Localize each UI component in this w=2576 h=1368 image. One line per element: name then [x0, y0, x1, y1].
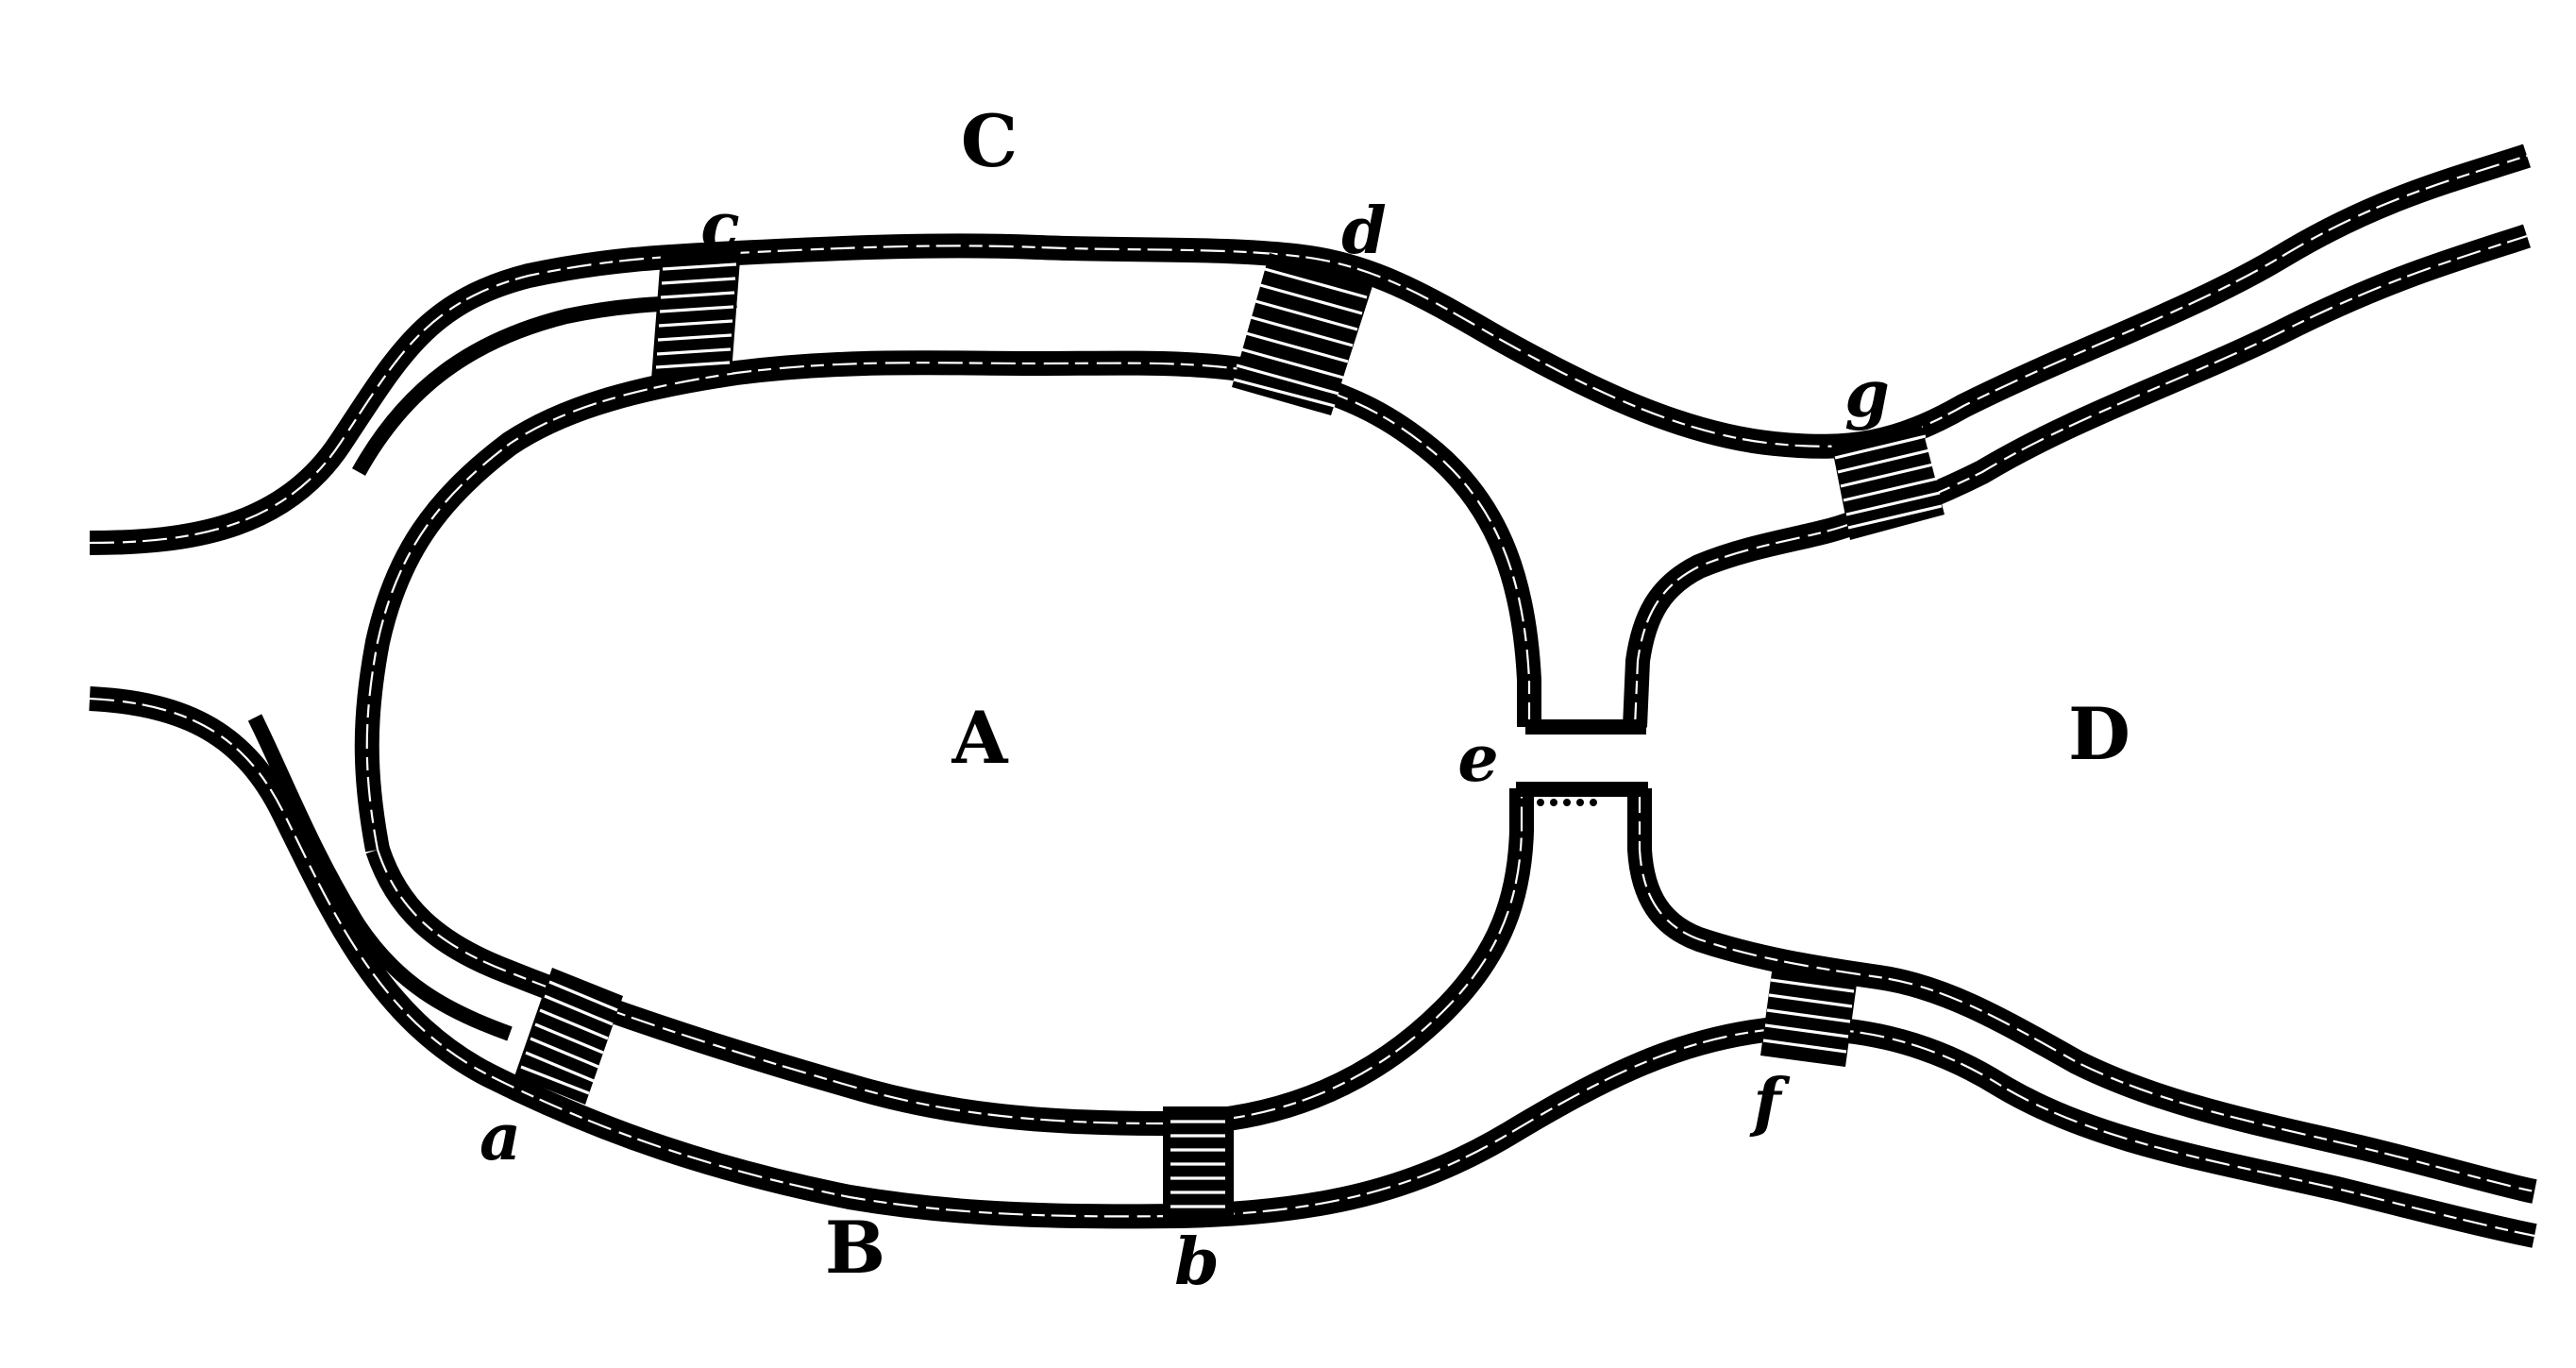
- bank-south-inner: [247, 714, 513, 1041]
- bridge-label-f: f: [1753, 1065, 1781, 1140]
- bridge-b: [1163, 1106, 1234, 1224]
- bridge-f: [1760, 965, 1858, 1067]
- bridge-a: [514, 968, 623, 1105]
- bridge-label-e: e: [1457, 721, 1499, 797]
- bridge-label-c: c: [700, 189, 740, 264]
- region-label-d: D: [2068, 692, 2130, 776]
- bridge-label-g: g: [1844, 357, 1890, 432]
- region-label-c: C: [960, 99, 1019, 183]
- bank-south-outer: [89, 686, 2537, 1248]
- region-label-b: B: [824, 1206, 886, 1290]
- bridge-label-a: a: [479, 1100, 522, 1175]
- bridge-label-b: b: [1174, 1224, 1220, 1300]
- bridge-d: [1232, 253, 1373, 415]
- bank-d-upper: [1623, 224, 2532, 728]
- bridge-e: [1516, 719, 1648, 806]
- bridge-label-d: d: [1341, 194, 1387, 269]
- bridge-g: [1831, 423, 1945, 540]
- bridges: [514, 247, 1945, 1224]
- region-label-a: A: [951, 696, 1008, 780]
- bridge-c: [651, 247, 741, 380]
- bank-island-upper: [354, 350, 1541, 853]
